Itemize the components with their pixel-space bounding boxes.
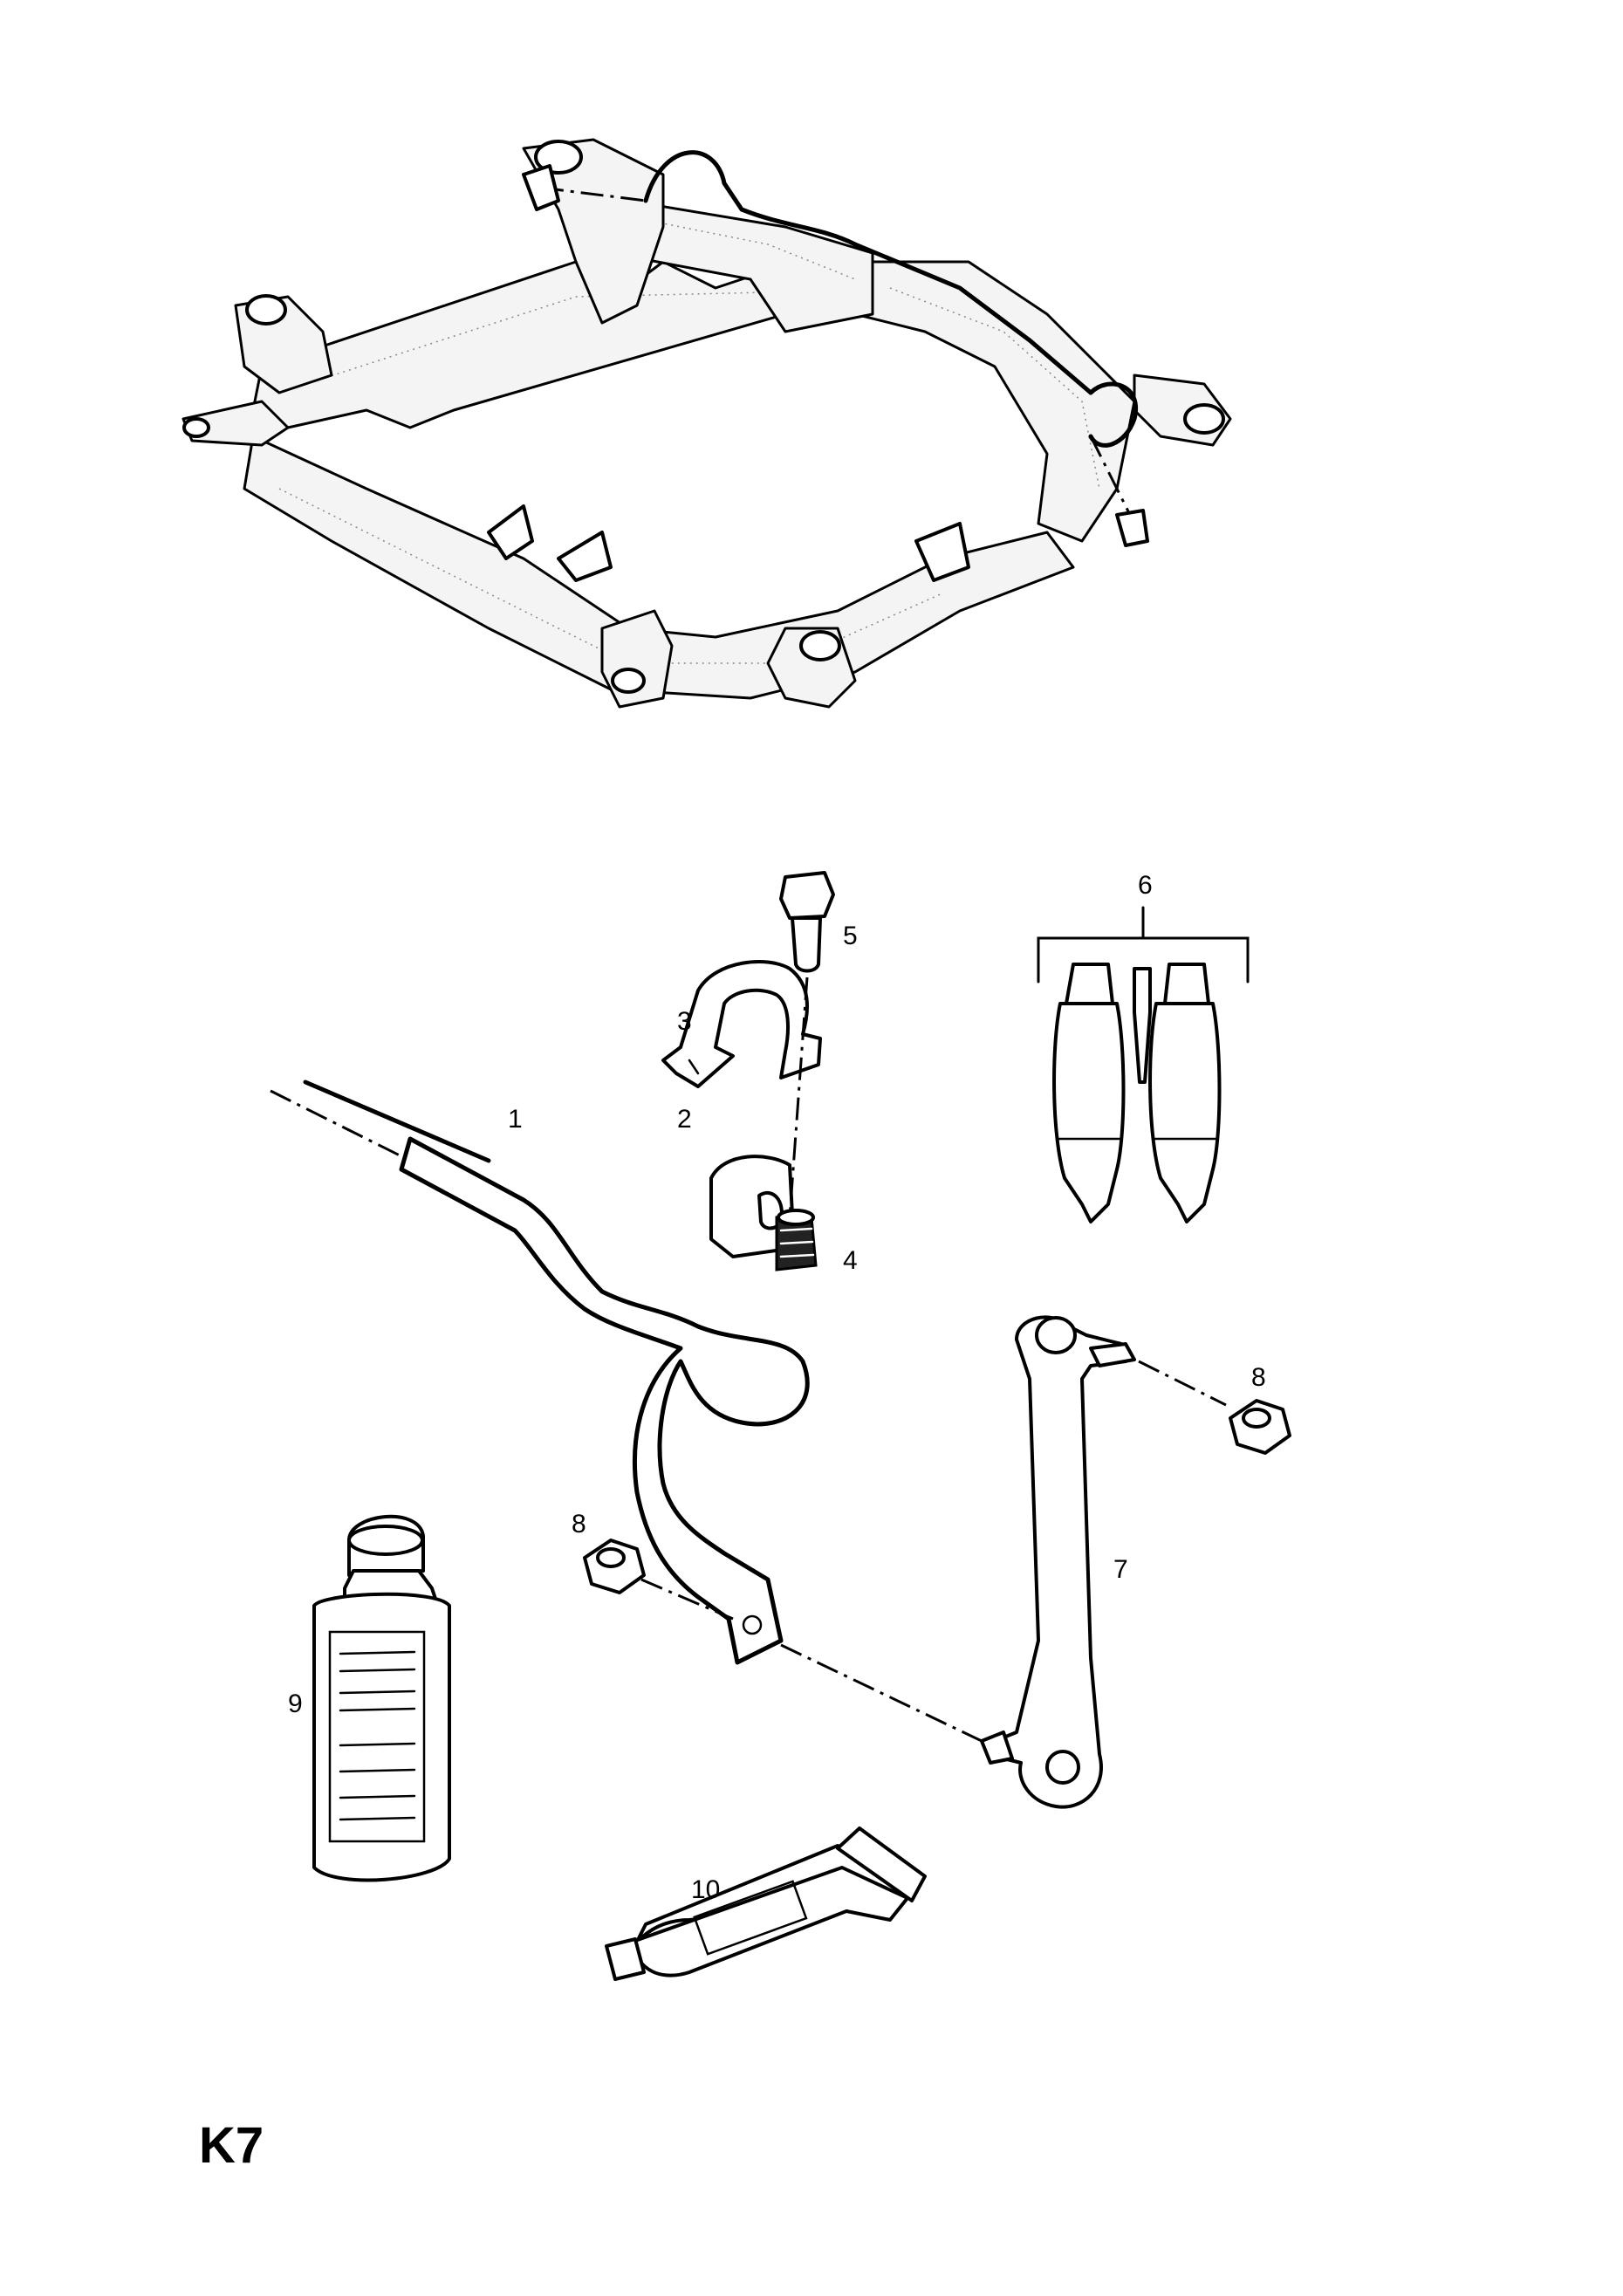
callout-2: 2 [677, 1105, 692, 1134]
part-fluid-bottle [312, 1514, 451, 1882]
callout-10: 10 [691, 1875, 720, 1904]
callout-9: 9 [288, 1689, 303, 1718]
part-threaded-insert [775, 1209, 818, 1271]
front-subframe-assembly [181, 138, 1232, 709]
callout-8-right: 8 [1251, 1363, 1266, 1392]
callout-7: 7 [1113, 1555, 1128, 1584]
part-nut-left [583, 1539, 983, 1743]
callout-1: 1 [508, 1105, 523, 1134]
page-code: K7 [199, 2117, 264, 2174]
part-grease-tube [605, 1827, 927, 1981]
callout-labels: 1 2 3 4 5 6 7 8 8 9 10 [288, 871, 1266, 1904]
part-stabiliser-link [980, 1315, 1227, 1809]
part-nut-right [1229, 1399, 1291, 1455]
part-bolt [779, 871, 835, 1218]
callout-3: 3 [677, 1007, 692, 1036]
callout-4: 4 [843, 1246, 858, 1275]
callout-5: 5 [843, 922, 858, 950]
part-stabiliser-bar [270, 1079, 810, 1665]
part-adhesive-kit [1037, 906, 1250, 1223]
callout-8-left: 8 [572, 1510, 586, 1539]
callout-6: 6 [1138, 871, 1153, 900]
